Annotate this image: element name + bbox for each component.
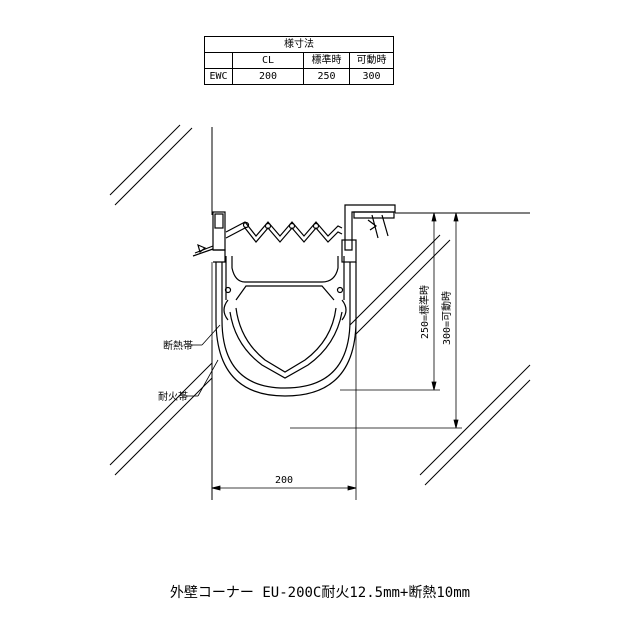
table-cell-standard: 250: [303, 68, 350, 85]
width-dimension: [211, 262, 357, 500]
u-bellow: [215, 262, 357, 397]
left-wall-hatch: [109, 124, 213, 476]
label-fireproof-tape: 耐火帯: [158, 390, 188, 403]
inner-channel: [224, 256, 345, 301]
standard-dimension: [340, 212, 440, 391]
spec-table: 様寸法 CL 標準時 可動時 EWC 200 250 300: [204, 36, 394, 85]
leader-lines: [182, 324, 221, 397]
left-bracket: [192, 211, 226, 263]
right-wall-hatch: [349, 234, 531, 486]
standard-dimension-text: 250=標準時: [418, 285, 431, 339]
drawing-caption: 外壁コーナー EU-200C耐火12.5mm+断熱10mm: [169, 585, 471, 601]
table-cell-movable: 300: [349, 68, 394, 85]
right-bracket: [341, 204, 396, 263]
table-row: EWC 200 250 300: [204, 68, 394, 85]
cover-plate: [225, 221, 343, 243]
label-insulation-tape: 断熱帯: [163, 339, 193, 352]
width-dimension-text: 200: [275, 475, 293, 486]
movable-dimension-text: 300=可動時: [440, 291, 453, 345]
movable-dimension: [290, 212, 462, 429]
